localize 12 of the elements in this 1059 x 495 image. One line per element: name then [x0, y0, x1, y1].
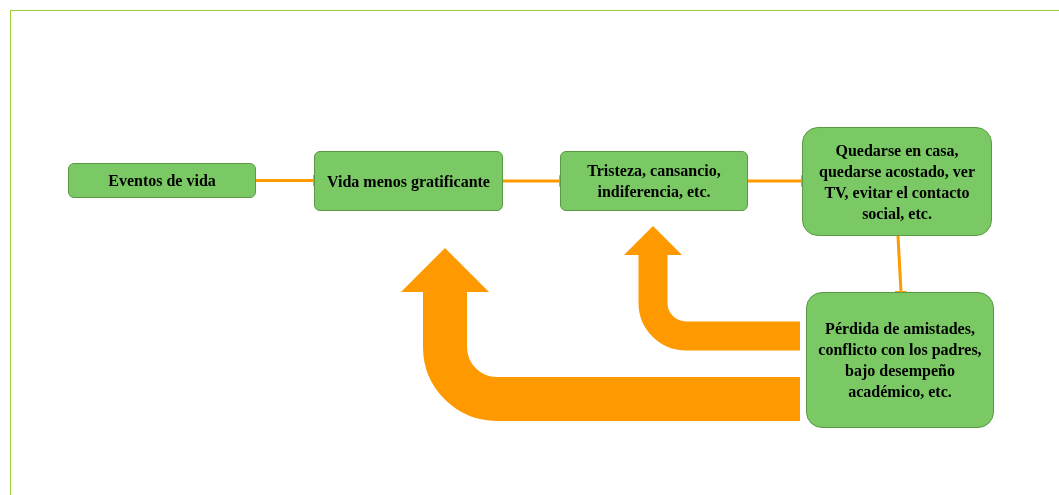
process-box	[802, 127, 992, 236]
process-box	[314, 151, 503, 211]
thick-curved-arrow	[401, 248, 800, 421]
box-text: Pérdida de amistades, conflicto con los padres, bajo desempeño académico, etc.	[817, 319, 983, 402]
box-text: Tristeza, cansancio, indiferencia, etc.	[586, 161, 722, 202]
process-box	[806, 292, 994, 428]
process-box	[560, 151, 748, 211]
box-text: Quedarse en casa, quedarse acostado, ver TV, evitar el contacto social, etc.	[818, 140, 976, 224]
box-text: Vida menos gratificante	[327, 171, 490, 192]
thick-curved-arrow	[624, 226, 800, 351]
process-box	[68, 163, 256, 198]
box-text: Eventos de vida	[108, 171, 216, 191]
